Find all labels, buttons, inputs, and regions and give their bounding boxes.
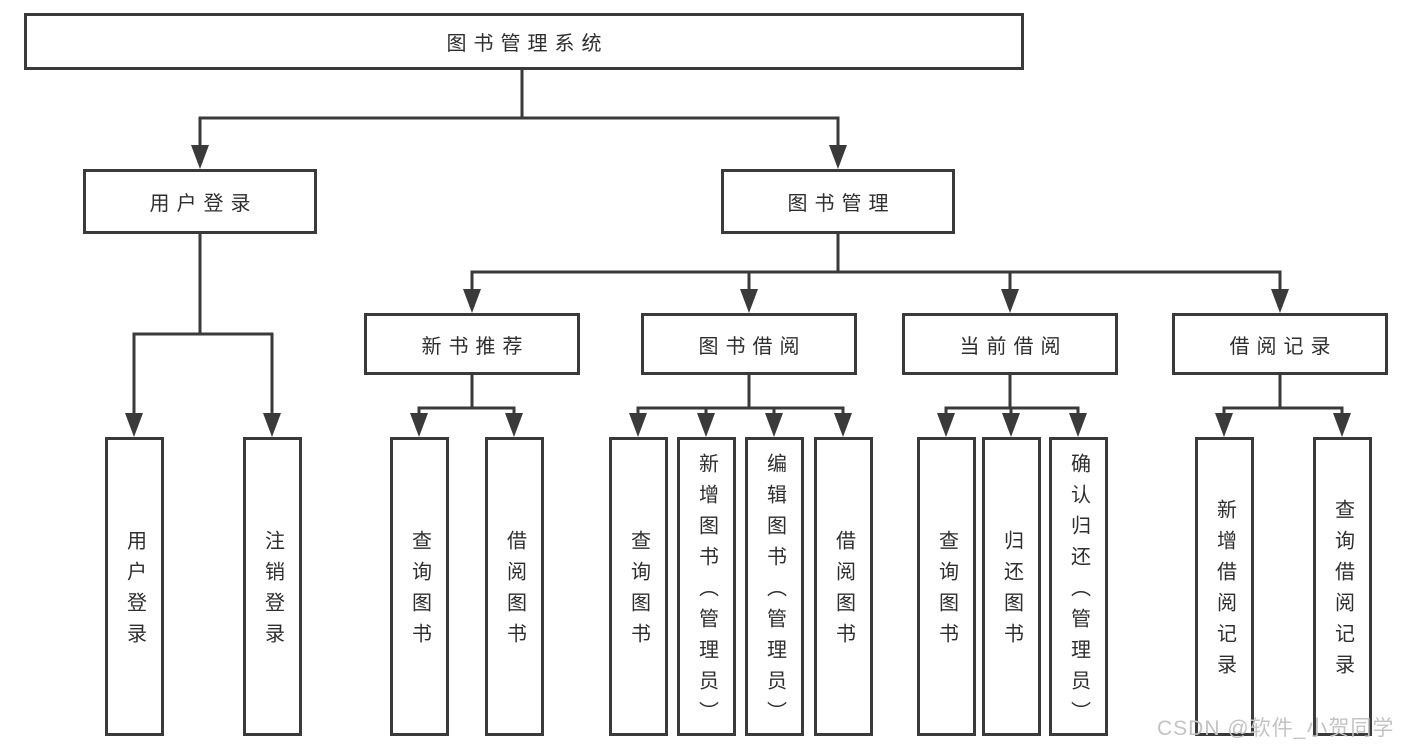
connector-borrow-records bbox=[1222, 373, 1344, 418]
connector-current-borrow bbox=[944, 373, 1080, 418]
leaf-return-book: 归还图书 bbox=[982, 437, 1041, 736]
watermark-text: CSDN @软件_小贺同学 bbox=[1157, 717, 1395, 740]
leaf-add-book-admin: 新增图书（管理员） bbox=[677, 437, 736, 736]
node-book-management: 图书管理 bbox=[721, 169, 955, 234]
connector-book-borrow bbox=[636, 373, 845, 418]
connector-user-login bbox=[132, 232, 274, 417]
node-current-borrow: 当前借阅 bbox=[902, 313, 1118, 375]
leaf-add-borrow-record: 新增借阅记录 bbox=[1195, 437, 1254, 736]
leaf-borrow-books-recommend: 借阅图书 bbox=[485, 437, 544, 736]
node-user-login: 用户登录 bbox=[83, 169, 317, 234]
connector-book-management bbox=[470, 232, 1282, 294]
node-new-book-recommend: 新书推荐 bbox=[364, 313, 580, 375]
leaf-edit-book-admin: 编辑图书（管理员） bbox=[745, 437, 804, 736]
connector-new-book-recommend bbox=[417, 373, 516, 418]
leaf-user-login: 用户登录 bbox=[105, 437, 164, 736]
leaf-query-books-borrow: 查询图书 bbox=[609, 437, 668, 736]
leaf-query-books-current: 查询图书 bbox=[917, 437, 976, 736]
leaf-query-borrow-record: 查询借阅记录 bbox=[1313, 437, 1372, 736]
arrowheads bbox=[125, 145, 1351, 437]
leaf-confirm-return-admin: 确认归还（管理员） bbox=[1049, 437, 1108, 736]
node-book-borrow: 图书借阅 bbox=[641, 313, 857, 375]
leaf-query-books-recommend: 查询图书 bbox=[390, 437, 449, 736]
connector-root bbox=[198, 68, 840, 150]
node-root-system: 图书管理系统 bbox=[24, 13, 1024, 70]
leaf-logout: 注销登录 bbox=[243, 437, 302, 736]
leaf-borrow-books: 借阅图书 bbox=[814, 437, 873, 736]
node-borrow-records: 借阅记录 bbox=[1172, 313, 1388, 375]
